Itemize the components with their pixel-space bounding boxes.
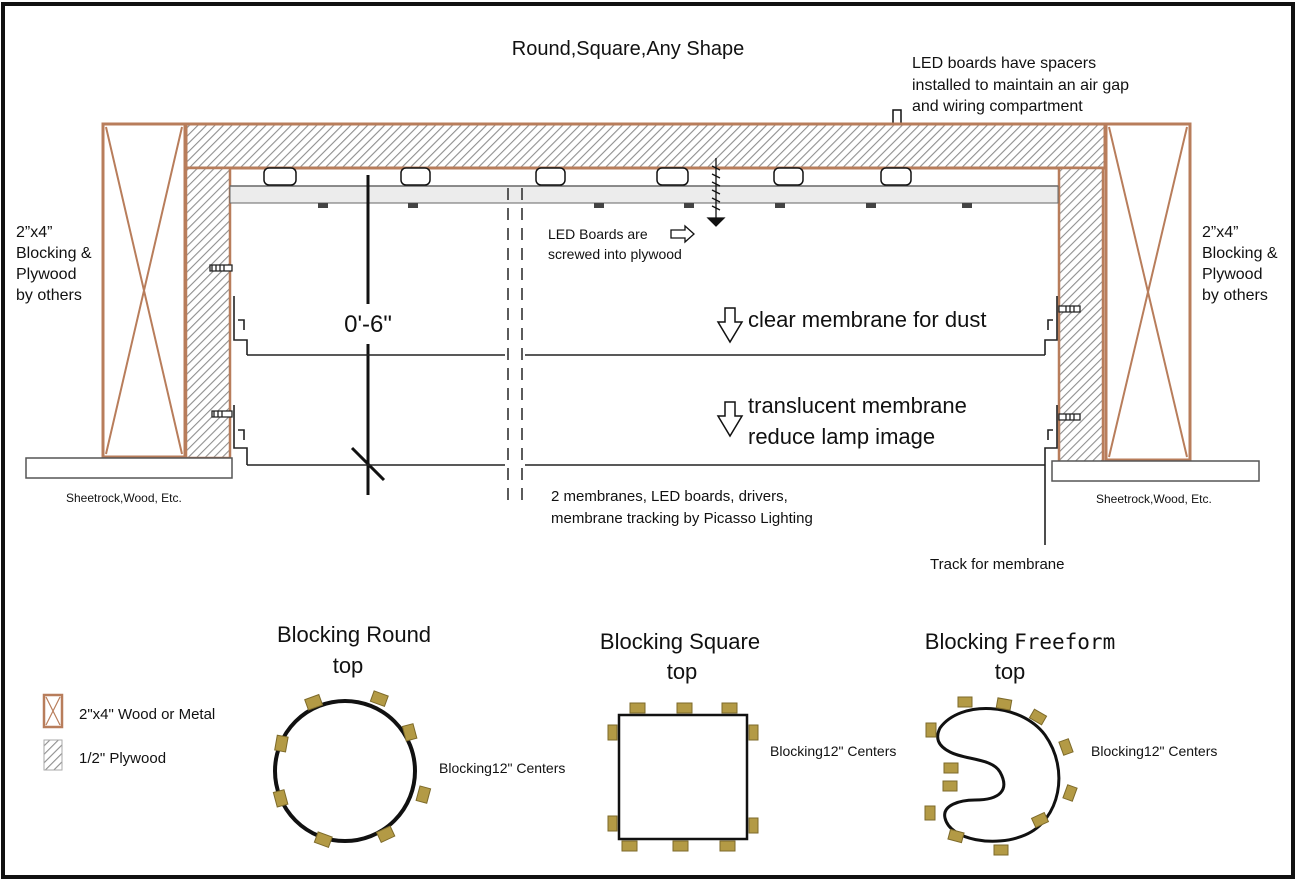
legend-wood-label: 2"x4" Wood or Metal [79, 706, 215, 723]
blocking-left-line-3: Plywood [16, 266, 76, 283]
blocking-right-line-4: by others [1202, 287, 1268, 304]
round-title: Blocking Round [277, 622, 431, 647]
legend-wood-icon [42, 693, 64, 729]
freeform-note: Blocking12" Centers [1091, 743, 1217, 759]
round-sub: top [333, 653, 364, 678]
sheetrock-left-label: Sheetrock,Wood, Etc. [66, 491, 182, 505]
blocking-left-line-4: by others [16, 287, 82, 304]
screw-icon [706, 158, 726, 227]
square-sub: top [667, 659, 698, 684]
membrane-track-right [1044, 296, 1058, 545]
spacers-line-3: and wiring compartment [912, 98, 1083, 115]
wall-screws-left [209, 264, 233, 418]
translucent-label-line-1: translucent membrane [748, 393, 967, 418]
square-note: Blocking12" Centers [770, 743, 896, 759]
top-plywood [184, 122, 1107, 170]
sheetrock-right-label: Sheetrock,Wood, Etc. [1096, 492, 1212, 506]
freeform-blocking [924, 696, 1078, 856]
freeform-outline [936, 707, 1061, 843]
legend: 2"x4" Wood or Metal 1/2" Plywood [42, 693, 215, 771]
freeform-title-b: Freeform [1014, 630, 1115, 654]
freeform-sub: top [995, 659, 1026, 684]
clear-membrane-label: clear membrane for dust [748, 307, 986, 332]
wood-block-left [101, 122, 187, 459]
square-title: Blocking Square [600, 629, 760, 654]
freeform-title-a: Blocking [925, 629, 1014, 654]
led-lamps [318, 203, 972, 208]
spacers-line-2: installed to maintain an air gap [912, 77, 1129, 94]
wall-screws-right [1058, 305, 1081, 421]
screwed-arrow [670, 224, 695, 244]
spacers-line-1: LED boards have spacers [912, 55, 1096, 72]
blocking-left-line-1: 2”x4” [16, 224, 52, 241]
round-blocking [272, 690, 432, 849]
picasso-line-2: membrane tracking by Picasso Lighting [551, 510, 813, 527]
blocking-left-line-2: Blocking & [16, 245, 92, 262]
screwed-line-1: LED Boards are [548, 226, 648, 242]
translucent-membrane-arrow [716, 401, 744, 438]
wood-block-right [1104, 122, 1192, 462]
round-note: Blocking12" Centers [439, 760, 565, 776]
blocking-right-line-3: Plywood [1202, 266, 1262, 283]
sheetrock-left [25, 457, 233, 479]
led-board [229, 185, 1059, 204]
square-blocking [607, 702, 759, 852]
blocking-left-label: 2”x4” Blocking & Plywood by others [16, 224, 92, 304]
track-label: Track for membrane [930, 556, 1064, 573]
blocking-right-line-2: Blocking & [1202, 245, 1278, 262]
sheetrock-right [1051, 460, 1260, 482]
round-outline [273, 699, 417, 843]
legend-plywood-icon [43, 739, 63, 771]
diagram-title: Round,Square,Any Shape [512, 38, 744, 60]
dimension-label-bg [334, 304, 404, 344]
screwed-line-2: screwed into plywood [548, 246, 682, 262]
translucent-label-line-2: reduce lamp image [748, 424, 935, 449]
clear-membrane-arrow [716, 307, 744, 344]
dimension-label: 0'-6" [344, 311, 392, 338]
membrane-track-left [233, 296, 248, 465]
spacers-note: LED boards have spacers installed to mai… [912, 55, 1129, 115]
legend-plywood-label: 1/2" Plywood [79, 750, 166, 767]
blocking-right-line-1: 2”x4” [1202, 224, 1238, 241]
blocking-right-label: 2”x4” Blocking & Plywood by others [1202, 224, 1278, 304]
picasso-line-1: 2 membranes, LED boards, drivers, [551, 488, 788, 505]
led-spacers [263, 167, 912, 186]
square-outline [617, 713, 749, 841]
freeform-title: Blocking Freeform [925, 629, 1115, 654]
center-break-line [507, 188, 523, 506]
